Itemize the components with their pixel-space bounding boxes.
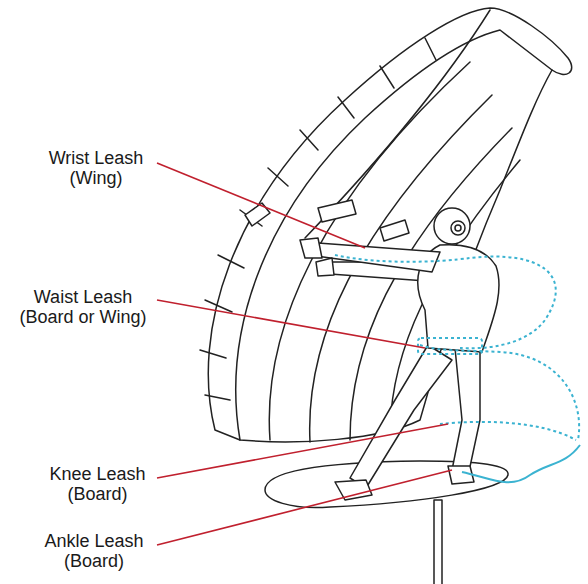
- callout-label: Ankle Leash (Board): [30, 531, 158, 571]
- wing: [200, 8, 572, 442]
- leading-edge-inner: [236, 30, 552, 440]
- rider-leg: [452, 348, 480, 476]
- leader-line: [157, 424, 448, 478]
- rider-leg: [350, 345, 452, 488]
- helmet-ear: [451, 221, 465, 235]
- wing-handle: [318, 200, 356, 222]
- callout-label: Waist Leash (Board or Wing): [12, 287, 154, 327]
- rider-hand: [300, 238, 322, 258]
- leashes: [335, 255, 580, 482]
- waist-belt: [418, 338, 482, 354]
- leader-line: [157, 470, 452, 545]
- board: [265, 461, 508, 584]
- wing-handle: [380, 220, 409, 241]
- tube-segments: [200, 38, 436, 400]
- rider-foot: [448, 466, 474, 484]
- leader-line: [157, 163, 365, 248]
- canopy-seams: [269, 62, 520, 442]
- helmet-ear: [455, 225, 461, 231]
- helmet: [434, 208, 470, 244]
- rider-foot: [335, 480, 372, 500]
- wrist-leash-line: [335, 255, 556, 348]
- ankle-leash-line: [462, 445, 580, 482]
- wing-handle: [245, 203, 270, 226]
- rider: [300, 208, 499, 500]
- rider-front-arm: [316, 243, 440, 272]
- callout-label: Wrist Leash (Wing): [30, 148, 162, 188]
- leader-line: [157, 300, 425, 348]
- foil-mast: [434, 500, 442, 584]
- knee-leash-line: [440, 422, 576, 440]
- board-deck: [265, 461, 508, 508]
- center-strut: [305, 10, 490, 238]
- leader-lines: [157, 163, 452, 545]
- callout-label: Knee Leash (Board): [35, 464, 160, 504]
- rider-hand: [316, 258, 334, 276]
- waist-leash-line: [420, 345, 579, 440]
- wing-canopy: [208, 8, 571, 442]
